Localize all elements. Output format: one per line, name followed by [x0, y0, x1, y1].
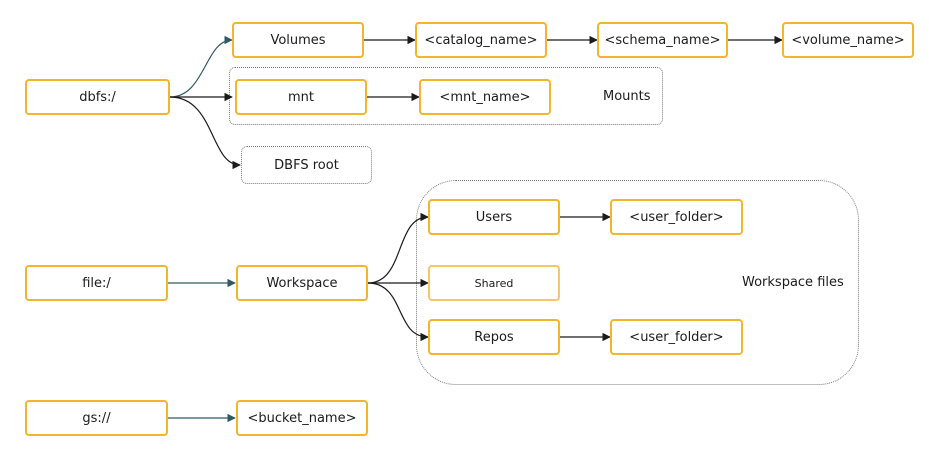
node-shared: Shared [428, 265, 560, 301]
node-mnt-name: <mnt_name> [419, 79, 551, 115]
node-mnt: mnt [235, 79, 367, 115]
node-catalog-name: <catalog_name> [415, 22, 547, 58]
node-users-folder: <user_folder> [610, 199, 743, 235]
node-users: Users [428, 199, 560, 235]
edge-dbfs-volumes [169, 35, 233, 98]
edge-dbfs-dbfsroot [169, 96, 241, 170]
mounts-group-label: Mounts [603, 89, 651, 104]
node-dbfs: dbfs:/ [25, 79, 170, 115]
node-schema-name: <schema_name> [597, 22, 728, 58]
node-repos-folder: <user_folder> [610, 319, 743, 355]
node-volume-name: <volume_name> [782, 22, 914, 58]
node-repos: Repos [428, 319, 560, 355]
edge-workspace-repos [367, 282, 429, 342]
node-file: file:/ [25, 265, 168, 301]
node-gs: gs:// [25, 400, 168, 436]
node-volumes: Volumes [232, 22, 364, 58]
node-bucket-name: <bucket_name> [236, 400, 368, 436]
workspace-files-group-label: Workspace files [742, 275, 844, 290]
edge-workspace-users [367, 212, 429, 284]
node-workspace: Workspace [236, 265, 368, 301]
node-dbfs-root: DBFS root [241, 146, 372, 184]
